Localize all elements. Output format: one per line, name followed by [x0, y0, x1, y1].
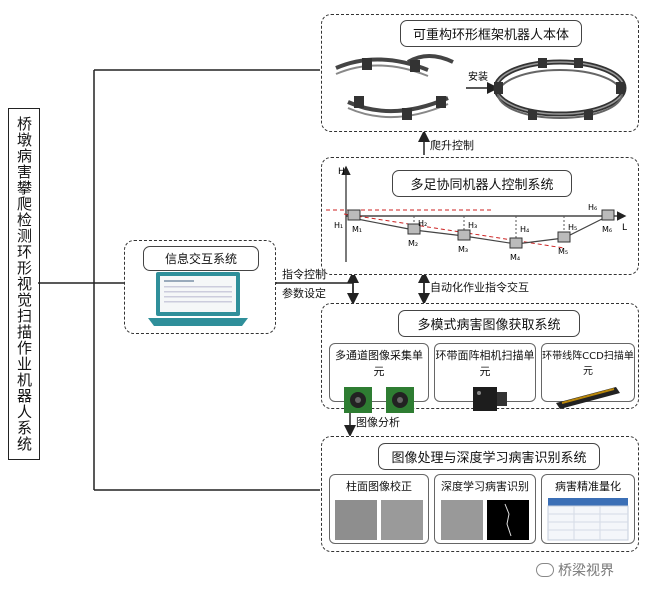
module-m5: M₅: [558, 247, 568, 256]
recognition-images: [441, 500, 529, 540]
module-m3: M₃: [458, 245, 468, 254]
laptop-icon: [148, 272, 248, 326]
unit-multichannel: 多通道图像采集单元: [329, 343, 429, 413]
processing-title: 图像处理与深度学习病害识别系统: [378, 443, 600, 470]
height-h4: H₄: [520, 225, 529, 234]
unit-deep-learning-label: 深度学习病害识别: [441, 480, 529, 493]
climb-control-label: 爬升控制: [430, 139, 474, 152]
info-system-title: 信息交互系统: [143, 246, 259, 271]
system-title: 桥墩病害攀爬检测环形视觉扫描作业机器人系统: [15, 116, 33, 452]
auto-command-label: 自动化作业指令交互: [430, 281, 529, 294]
unit-line-ccd: 环带线阵CCD扫描单元: [541, 343, 635, 409]
robot-body-title: 可重构环形框架机器人本体: [400, 20, 582, 47]
quantification-table: [547, 498, 629, 541]
robot-body-illustration: 安装: [335, 54, 627, 120]
correction-images: [335, 500, 423, 540]
height-h3: H₃: [468, 221, 477, 230]
height-h2: H₂: [418, 219, 427, 228]
unit-deep-learning: 深度学习病害识别: [434, 474, 536, 544]
unit-cylinder-correction-label: 柱面图像校正: [346, 480, 412, 493]
line-ccd-icon: [556, 387, 620, 409]
unit-area-camera-label: 环带面阵相机扫描单元: [435, 349, 535, 378]
command-control-label: 指令控制: [282, 268, 326, 281]
area-camera-icon: [473, 387, 507, 411]
unit-quantification-label: 病害精准量化: [555, 480, 621, 493]
unit-multichannel-label: 多通道图像采集单元: [335, 349, 423, 378]
module-m4: M₄: [510, 253, 520, 262]
image-analysis-label: 图像分析: [356, 416, 400, 429]
install-label: 安装: [468, 70, 488, 83]
param-setting-label: 参数设定: [282, 287, 326, 300]
height-h6: H₆: [588, 203, 597, 212]
acquisition-title: 多模式病害图像获取系统: [398, 310, 580, 337]
unit-cylinder-correction: 柱面图像校正: [329, 474, 429, 544]
axis-h: H: [338, 167, 345, 177]
module-m1: M₁: [352, 225, 362, 234]
height-h5: H₅: [568, 223, 577, 232]
camera-board-icon: [344, 387, 414, 413]
unit-quantification: 病害精准量化: [541, 474, 635, 544]
watermark: 桥梁视界: [536, 560, 614, 580]
wechat-icon: [536, 563, 554, 577]
system-title-box: 桥墩病害攀爬检测环形视觉扫描作业机器人系统: [8, 108, 40, 460]
module-m6: M₆: [602, 225, 612, 234]
watermark-text: 桥梁视界: [558, 563, 614, 579]
height-h1: H₁: [334, 221, 343, 230]
multi-leg-diagram: H L M₁ M₂ M₃ M₄ M₅ M₆ H₁ H₂ H₃ H₄ H₅ H₆: [326, 165, 627, 262]
unit-line-ccd-label: 环带线阵CCD扫描单元: [542, 351, 634, 377]
unit-area-camera: 环带面阵相机扫描单元: [434, 343, 536, 411]
control-system-title: 多足协同机器人控制系统: [392, 170, 572, 197]
module-m2: M₂: [408, 239, 418, 248]
axis-l: L: [622, 223, 627, 233]
